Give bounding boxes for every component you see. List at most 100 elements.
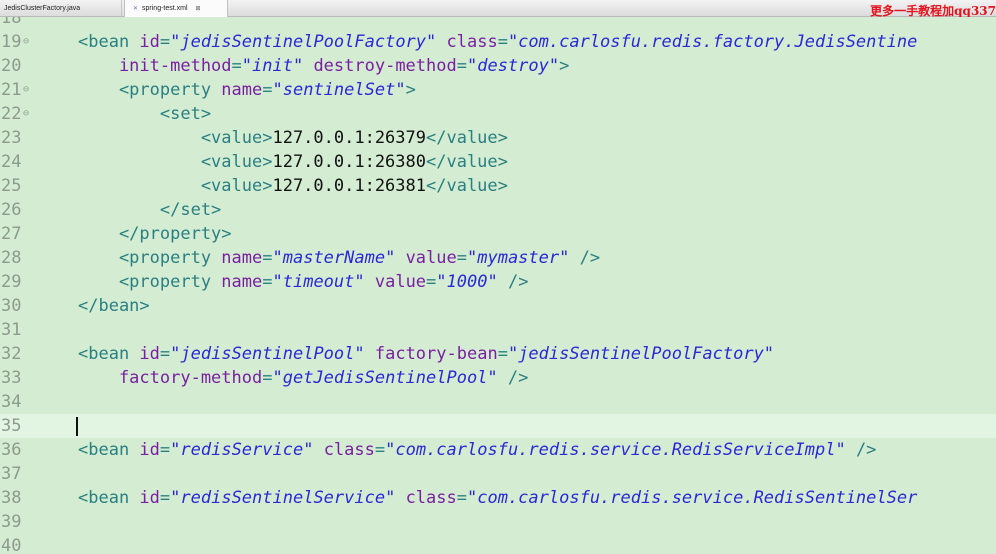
- close-icon[interactable]: ⊠: [195, 6, 201, 12]
- code-token: </property>: [78, 224, 232, 244]
- editor-tab-bar: JedisClusterFactory.java ✕ spring-test.x…: [0, 0, 996, 17]
- code-token: =: [456, 488, 467, 508]
- code-token: =: [456, 248, 467, 268]
- code-token: "com.carlosfu.redis.service.RedisService…: [385, 440, 846, 460]
- code-token: =: [426, 272, 437, 292]
- code-line[interactable]: 27 </property>: [0, 222, 996, 246]
- code-line[interactable]: 19⊖<bean id="jedisSentinelPoolFactory" c…: [0, 30, 996, 54]
- code-line[interactable]: 26 </set>: [0, 198, 996, 222]
- code-line[interactable]: 23 <value>127.0.0.1:26379</value>: [0, 126, 996, 150]
- code-token: </bean>: [78, 296, 150, 316]
- code-token: id: [139, 488, 160, 508]
- code-line[interactable]: 28 <property name="masterName" value="my…: [0, 246, 996, 270]
- code-line[interactable]: 21⊖ <property name="sentinelSet">: [0, 78, 996, 102]
- code-token: =: [262, 80, 273, 100]
- code-text: </property>: [78, 222, 232, 246]
- code-token: factory-bean: [364, 344, 498, 364]
- code-token: init-method: [78, 56, 232, 76]
- code-line[interactable]: 40: [0, 534, 996, 554]
- code-token: =: [159, 488, 171, 508]
- code-token: "redisService": [170, 440, 314, 460]
- code-line[interactable]: 20 init-method="init" destroy-method="de…: [0, 54, 996, 78]
- line-number: 24: [1, 152, 22, 172]
- code-token: 127.0.0.1:26380: [272, 152, 426, 172]
- code-token: =: [374, 440, 386, 460]
- line-number: 39: [1, 512, 22, 532]
- code-text: factory-method="getJedisSentinelPool" />: [78, 366, 528, 390]
- code-text: <property name="sentinelSet">: [78, 78, 416, 102]
- code-line[interactable]: 34: [0, 390, 996, 414]
- line-number: 40: [1, 536, 22, 554]
- code-token: =: [262, 248, 273, 268]
- line-number: 26: [1, 200, 22, 220]
- code-line[interactable]: 31: [0, 318, 996, 342]
- code-text: <value>127.0.0.1:26380</value>: [78, 150, 508, 174]
- code-token: "masterName": [272, 248, 396, 268]
- code-token: =: [456, 56, 467, 76]
- code-text: <bean id="jedisSentinelPoolFactory" clas…: [78, 30, 917, 54]
- code-line[interactable]: 22⊖ <set>: [0, 102, 996, 126]
- code-token: "jedisSentinelPoolFactory": [170, 32, 437, 52]
- code-line[interactable]: 30 </bean>: [0, 294, 996, 318]
- code-token: </value>: [426, 128, 508, 148]
- tab-spring-test-xml[interactable]: ✕ spring-test.xml ⊠: [124, 0, 228, 17]
- code-token: value: [364, 272, 427, 292]
- code-text: <property name="masterName" value="mymas…: [78, 246, 600, 270]
- line-number: 30: [1, 296, 22, 316]
- code-line[interactable]: 36 <bean id="redisService" class="com.car…: [0, 438, 996, 462]
- code-line[interactable]: 24 <value>127.0.0.1:26380</value>: [0, 150, 996, 174]
- code-token: </value>: [426, 176, 508, 196]
- code-token: =: [159, 440, 171, 460]
- code-token: >: [405, 80, 416, 100]
- tab-jedis-cluster-factory[interactable]: JedisClusterFactory.java: [0, 0, 122, 16]
- code-token: destroy-method: [303, 56, 457, 76]
- code-text: init-method="init" destroy-method="destr…: [78, 54, 569, 78]
- text-cursor: [76, 417, 78, 436]
- code-token: <property: [78, 248, 222, 268]
- code-token: <value>: [78, 152, 273, 172]
- code-token: />: [497, 272, 529, 292]
- fold-icon[interactable]: ⊖: [23, 84, 30, 95]
- code-token: factory-method: [78, 368, 263, 388]
- code-text: <bean id="redisSentinelService" class="c…: [78, 486, 917, 510]
- line-number: 38: [1, 488, 22, 508]
- code-token: name: [221, 272, 263, 292]
- code-token: />: [497, 368, 529, 388]
- line-number: 31: [1, 320, 22, 340]
- line-number: 36: [1, 440, 22, 460]
- code-token: class: [313, 440, 375, 460]
- code-token: >: [559, 56, 570, 76]
- code-token: id: [139, 344, 160, 364]
- code-line[interactable]: 32<bean id="jedisSentinelPool" factory-b…: [0, 342, 996, 366]
- code-token: =: [262, 368, 273, 388]
- code-text: <bean id="redisService" class="com.carlo…: [78, 438, 876, 462]
- code-token: <property: [78, 80, 222, 100]
- code-line[interactable]: 29 <property name="timeout" value="1000"…: [0, 270, 996, 294]
- code-text: </bean>: [78, 294, 150, 318]
- code-token: />: [569, 248, 601, 268]
- fold-icon[interactable]: ⊖: [23, 108, 30, 119]
- code-token: <property: [78, 272, 222, 292]
- code-line[interactable]: 37: [0, 462, 996, 486]
- code-line[interactable]: 38 <bean id="redisSentinelService" class=…: [0, 486, 996, 510]
- code-token: "mymaster": [467, 248, 570, 268]
- code-token: <bean: [78, 440, 140, 460]
- watermark-text: 更多一手教程加qq337: [870, 4, 996, 17]
- code-text: <value>127.0.0.1:26379</value>: [78, 126, 508, 150]
- line-number: 29: [1, 272, 22, 292]
- code-line[interactable]: 25 <value>127.0.0.1:26381</value>: [0, 174, 996, 198]
- code-line[interactable]: 33 factory-method="getJedisSentinelPool"…: [0, 366, 996, 390]
- code-token: "1000": [436, 272, 498, 292]
- fold-icon[interactable]: ⊖: [23, 36, 30, 47]
- code-token: class: [436, 32, 498, 52]
- code-token: "timeout": [272, 272, 365, 292]
- code-token: </value>: [426, 152, 508, 172]
- code-line[interactable]: 18: [0, 17, 996, 30]
- line-number: 35: [1, 416, 22, 436]
- code-line[interactable]: 35: [0, 414, 996, 438]
- code-token: "destroy": [466, 56, 560, 76]
- code-text: <set>: [78, 102, 211, 126]
- code-line[interactable]: 39: [0, 510, 996, 534]
- code-token: <value>: [78, 128, 273, 148]
